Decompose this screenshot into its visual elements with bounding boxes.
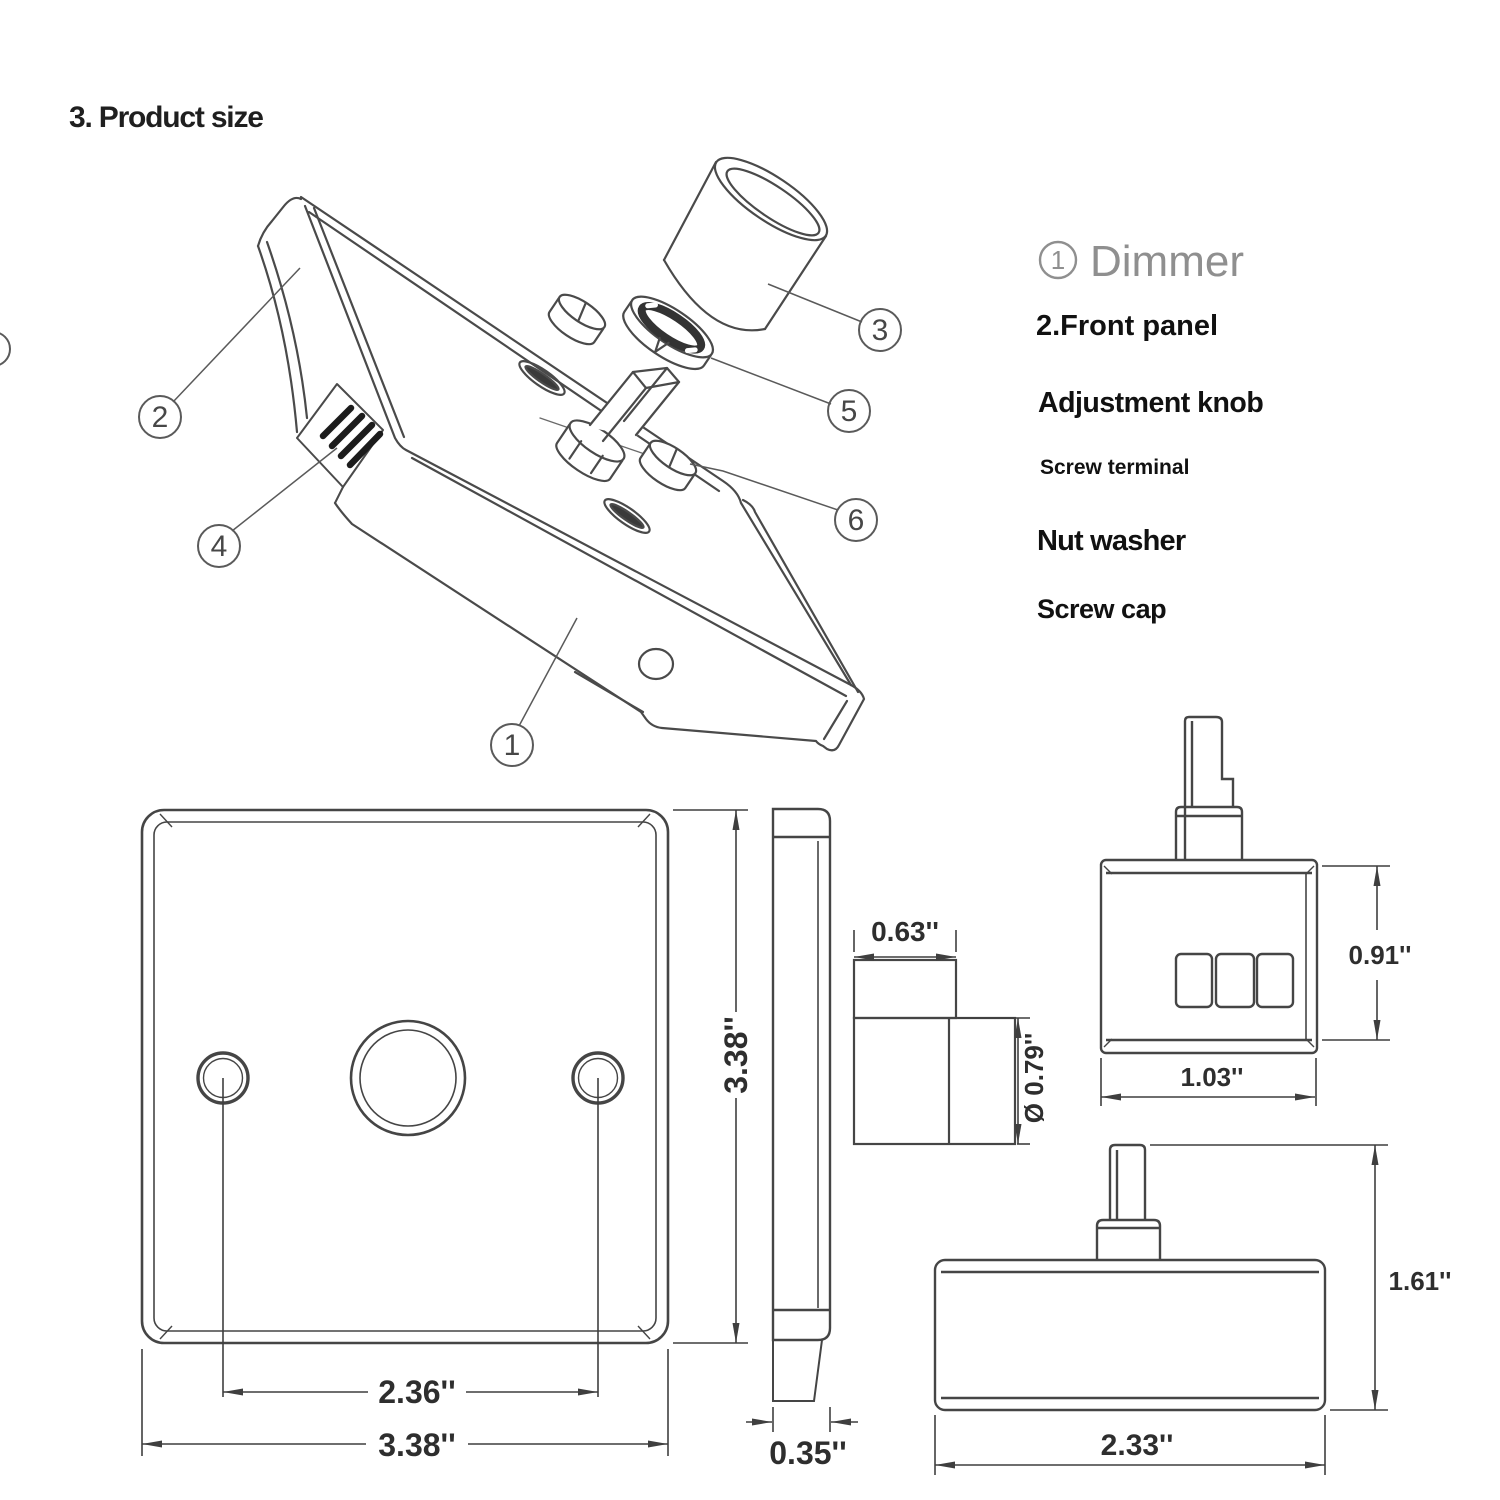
svg-text:3.38'': 3.38'' xyxy=(718,1016,754,1094)
svg-text:2.33'': 2.33'' xyxy=(1101,1429,1174,1462)
svg-text:0.35'': 0.35'' xyxy=(769,1435,847,1471)
svg-text:0.91'': 0.91'' xyxy=(1349,940,1412,970)
svg-text:Nut washer: Nut washer xyxy=(1037,525,1186,557)
svg-text:1: 1 xyxy=(504,729,521,762)
svg-text:1.61'': 1.61'' xyxy=(1389,1266,1452,1296)
svg-text:6: 6 xyxy=(848,504,865,537)
svg-text:Ø 0.79'': Ø 0.79'' xyxy=(1019,1033,1049,1123)
svg-text:Adjustment knob: Adjustment knob xyxy=(1038,387,1263,419)
svg-text:0.63'': 0.63'' xyxy=(871,916,939,947)
svg-text:Dimmer: Dimmer xyxy=(1090,237,1244,286)
svg-text:5: 5 xyxy=(841,395,858,428)
svg-text:2.Front panel: 2.Front panel xyxy=(1036,310,1218,342)
svg-text:1.03'': 1.03'' xyxy=(1181,1062,1244,1092)
svg-text:1: 1 xyxy=(1051,245,1065,275)
svg-text:2.36'': 2.36'' xyxy=(378,1374,456,1410)
svg-text:3.38'': 3.38'' xyxy=(378,1427,456,1463)
svg-text:Screw cap: Screw cap xyxy=(1037,594,1166,624)
svg-text:2: 2 xyxy=(152,401,169,434)
svg-text:Screw terminal: Screw terminal xyxy=(1040,456,1189,479)
svg-text:4: 4 xyxy=(211,530,228,563)
svg-text:3. Product size: 3. Product size xyxy=(69,101,263,134)
svg-text:3: 3 xyxy=(872,314,889,347)
